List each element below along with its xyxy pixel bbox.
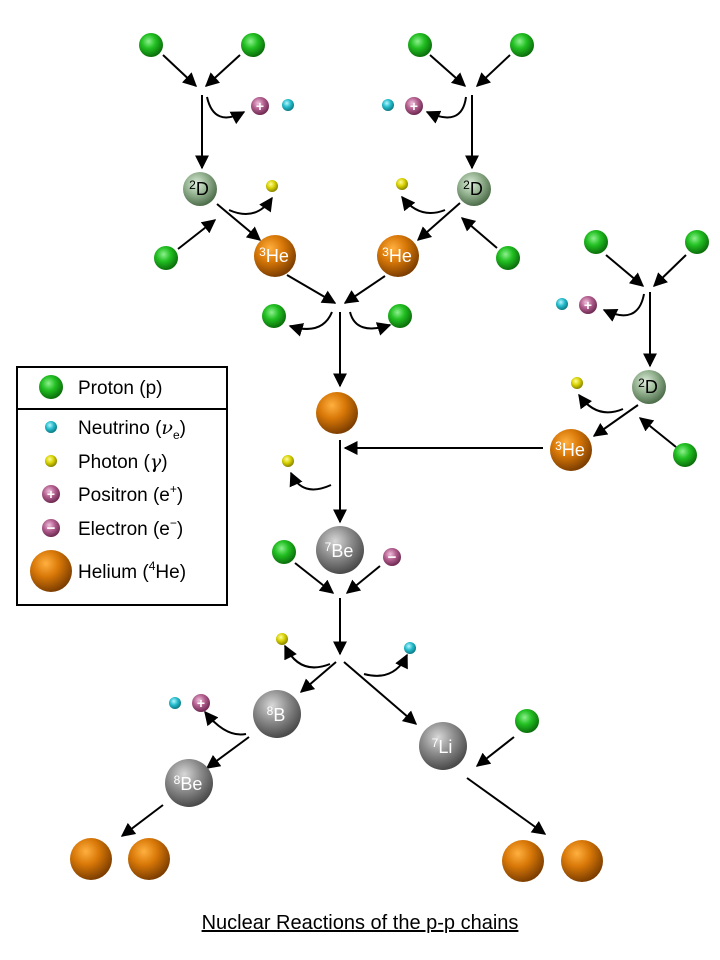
photon: [266, 180, 278, 192]
proton: [388, 304, 412, 328]
proton: [262, 304, 286, 328]
proton: [515, 709, 539, 733]
svg-text:Proton (p): Proton (p): [78, 378, 162, 399]
proton: [139, 33, 163, 57]
svg-text:2D: 2D: [189, 178, 209, 199]
helium-4-nucleus: [561, 840, 603, 882]
legend-proton: Proton (p): [39, 375, 162, 399]
neutrino: [382, 99, 394, 111]
svg-text:8B: 8B: [267, 704, 286, 725]
svg-text:7Be: 7Be: [325, 540, 354, 561]
legend: Proton (p) Neutrino (νe) Photon (γ) + Po…: [16, 366, 228, 606]
svg-text:+: +: [410, 98, 418, 114]
svg-text:Positron (e+): Positron (e+): [78, 482, 183, 506]
deuterium-nucleus: 2D: [183, 172, 217, 206]
svg-text:Helium (4He): Helium (4He): [78, 559, 186, 583]
svg-text:Neutrino (νe): Neutrino (νe): [78, 417, 186, 442]
legend-photon: Photon (γ): [45, 451, 168, 473]
proton: [496, 246, 520, 270]
svg-text:3He: 3He: [259, 245, 289, 266]
helium-3-nucleus: 3He: [550, 429, 592, 471]
svg-text:−: −: [388, 549, 397, 566]
proton: [584, 230, 608, 254]
diagram-caption: Nuclear Reactions of the p-p chains: [201, 912, 519, 934]
labeled-nuclei: 2D 2D 2D 3He 3He 3He 7Be: [165, 172, 666, 807]
lithium-7-nucleus: 7Li: [419, 722, 467, 770]
photon: [571, 377, 583, 389]
svg-text:−: −: [47, 520, 56, 537]
legend-positron: + Positron (e+): [42, 482, 183, 506]
proton: [154, 246, 178, 270]
svg-text:3He: 3He: [382, 245, 412, 266]
helium-4-nucleus: [502, 840, 544, 882]
svg-text:2D: 2D: [638, 376, 658, 397]
photon: [276, 633, 288, 645]
positron: +: [579, 296, 597, 314]
svg-text:Electron (e−): Electron (e−): [78, 516, 183, 540]
legend-electron: − Electron (e−): [42, 516, 183, 540]
positron: +: [251, 97, 269, 115]
positron: +: [192, 694, 210, 712]
svg-text:Photon (γ): Photon (γ): [78, 451, 168, 473]
beryllium-7-nucleus: 7Be: [316, 526, 364, 574]
proton: [685, 230, 709, 254]
photon: [282, 455, 294, 467]
proton: [272, 540, 296, 564]
helium-4-nucleus: [128, 838, 170, 880]
helium-3-nucleus: 3He: [377, 235, 419, 277]
svg-text:7Li: 7Li: [432, 736, 453, 757]
svg-text:+: +: [584, 297, 592, 313]
particles: + + + −: [70, 33, 709, 882]
neutrino: [556, 298, 568, 310]
svg-text:3He: 3He: [555, 439, 585, 460]
electron: −: [383, 548, 401, 566]
proton: [408, 33, 432, 57]
positron: +: [405, 97, 423, 115]
helium-4-nucleus: [316, 392, 358, 434]
reaction-arrows: [120, 54, 687, 837]
proton: [673, 443, 697, 467]
deuterium-nucleus: 2D: [632, 370, 666, 404]
proton: [510, 33, 534, 57]
boron-8-nucleus: 8B: [253, 690, 301, 738]
svg-text:+: +: [197, 695, 205, 711]
svg-text:+: +: [47, 486, 55, 502]
neutrino: [282, 99, 294, 111]
helium-4-nucleus: [70, 838, 112, 880]
neutrino: [404, 642, 416, 654]
deuterium-nucleus: 2D: [457, 172, 491, 206]
beryllium-8-nucleus: 8Be: [165, 759, 213, 807]
svg-text:+: +: [256, 98, 264, 114]
neutrino: [169, 697, 181, 709]
proton: [241, 33, 265, 57]
legend-helium: Helium (4He): [30, 550, 186, 592]
legend-neutrino: Neutrino (νe): [45, 417, 186, 442]
photon: [396, 178, 408, 190]
svg-text:8Be: 8Be: [174, 773, 203, 794]
svg-text:2D: 2D: [463, 178, 483, 199]
helium-3-nucleus: 3He: [254, 235, 296, 277]
